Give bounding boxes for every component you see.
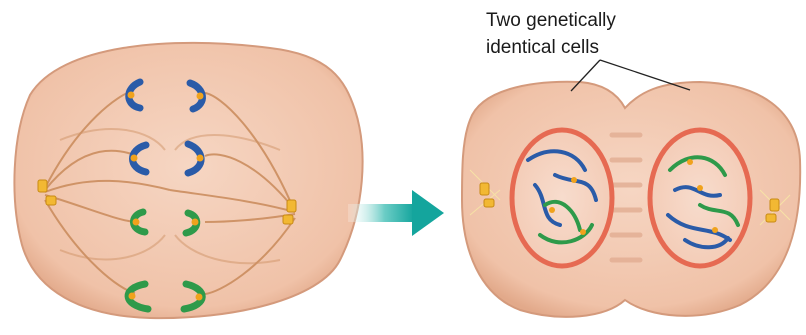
daughter-cells — [462, 82, 800, 317]
callout-label: Two genetically identical cells — [486, 7, 686, 61]
progression-arrow — [348, 190, 444, 236]
callout-line-2: identical cells — [486, 34, 686, 61]
callout-line-1: Two genetically — [486, 7, 686, 34]
metaphase-cell — [14, 43, 362, 318]
